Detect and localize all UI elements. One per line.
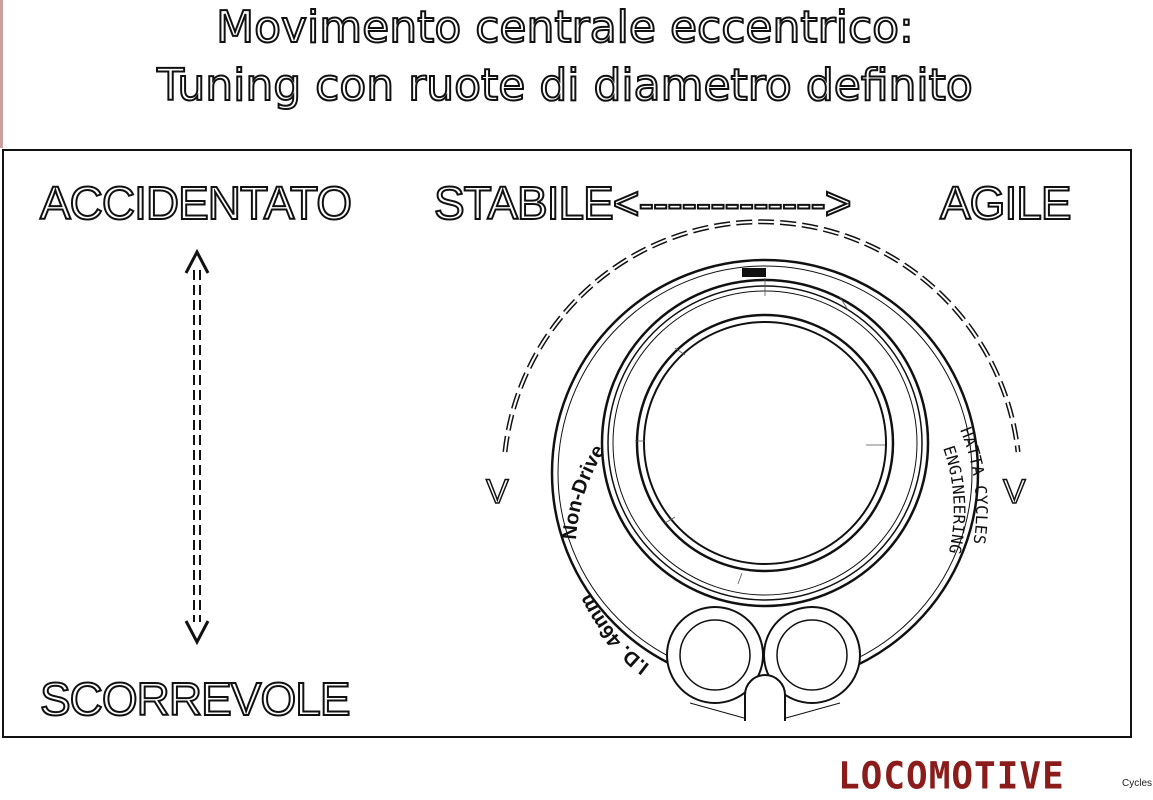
horizontal-arrow-text: <-------------> [612, 177, 853, 229]
vertical-arrow-head-up [184, 248, 210, 274]
slot-cutout [744, 674, 786, 721]
alignment-marker [742, 268, 766, 277]
shell-bottom-edge-right [785, 702, 841, 719]
shell-bore-outer [635, 313, 895, 573]
bolt-boss-right [763, 606, 861, 704]
rotation-arrow-left: V [486, 473, 509, 511]
label-accidentato: ACCIDENTATO [39, 177, 353, 229]
shell-bore-inner [643, 321, 887, 565]
bolt-hole-left [679, 619, 751, 691]
brand-logo: LOCOMOTIVE [838, 754, 1065, 798]
bb-shell [550, 258, 980, 721]
label-scorrevole: SCORREVOLE [39, 673, 352, 725]
bolt-hole-right [776, 619, 848, 691]
label-stabile: STABILE<-------------> [433, 177, 853, 229]
brand-subtitle: Cycles [1122, 778, 1153, 789]
vertical-arrow-head-down [184, 620, 210, 646]
vertical-arrow [184, 248, 210, 646]
shell-bottom-edge-left [689, 702, 745, 719]
page-title-line-1: Movimento centrale eccentrico: [215, 2, 915, 53]
shell-tick-marks [635, 278, 885, 585]
rotation-arc-inner [504, 220, 1019, 453]
label-stabile-text: STABILE [433, 177, 615, 229]
page-title-line-2: Tuning con ruote di diametro definito [156, 60, 974, 111]
diagram-frame [2, 149, 1132, 738]
left-edge-rule [0, 0, 3, 148]
rotation-arrow-right: V [1003, 473, 1026, 511]
label-agile: AGILE [939, 177, 1073, 229]
